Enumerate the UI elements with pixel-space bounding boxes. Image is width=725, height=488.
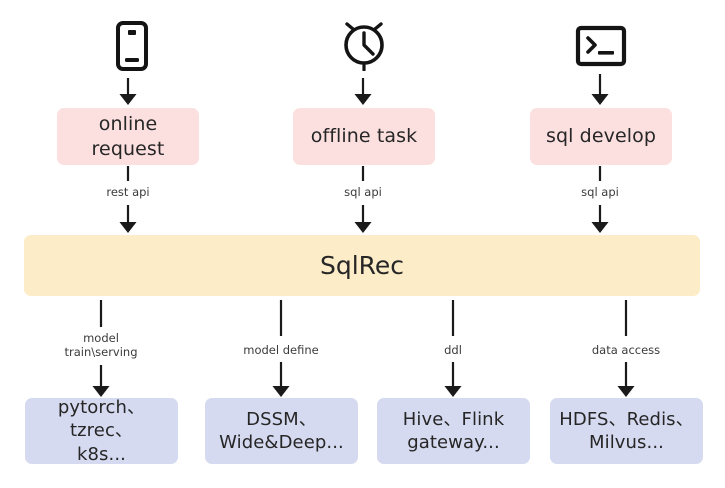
leaf-line-2: Milvus... <box>588 432 665 453</box>
edge-label-sql-api-develop: sql api <box>581 185 619 199</box>
source-label: offline task <box>310 125 418 148</box>
leaf-box-model-frameworks[interactable]: pytorch、tzrec、 k8s... <box>25 397 178 465</box>
source-box-online-request[interactable]: online request <box>57 108 199 165</box>
core-box-sqlrec[interactable]: SqlRec <box>24 235 700 296</box>
edge-label-model-define: model define <box>243 343 319 357</box>
mobile-phone-icon <box>104 18 159 73</box>
leaf-line-1: pytorch、tzrec、 <box>57 397 146 442</box>
leaf-line-2: k8s... <box>76 443 127 465</box>
source-label: sql develop <box>545 125 657 148</box>
leaf-line-1: Hive、Flink <box>402 408 505 430</box>
leaf-line-2: gateway... <box>407 432 500 453</box>
leaf-line-1: HDFS、Redis、 <box>559 408 694 430</box>
terminal-icon <box>573 22 628 70</box>
edge-label-ddl: ddl <box>444 343 462 357</box>
alarm-clock-icon <box>336 14 391 72</box>
source-box-sql-develop[interactable]: sql develop <box>530 108 672 165</box>
source-box-offline-task[interactable]: offline task <box>293 108 435 165</box>
edge-label-rest-api: rest api <box>106 185 150 199</box>
leaf-box-storage-systems[interactable]: HDFS、Redis、 Milvus... <box>550 398 703 464</box>
edge-label-data-access: data access <box>591 343 661 357</box>
leaf-box-model-algorithms[interactable]: DSSM、 Wide&Deep... <box>205 398 358 464</box>
leaf-line-1: DSSM、 <box>246 408 317 430</box>
edge-label-model-train-serving: model train\serving <box>64 331 138 360</box>
core-label: SqlRec <box>319 250 405 280</box>
source-label: online request <box>91 113 165 160</box>
leaf-box-compute-engines[interactable]: Hive、Flink gateway... <box>377 398 530 464</box>
leaf-line-2: Wide&Deep... <box>219 432 344 453</box>
edge-label-sql-api-offline: sql api <box>344 185 382 199</box>
